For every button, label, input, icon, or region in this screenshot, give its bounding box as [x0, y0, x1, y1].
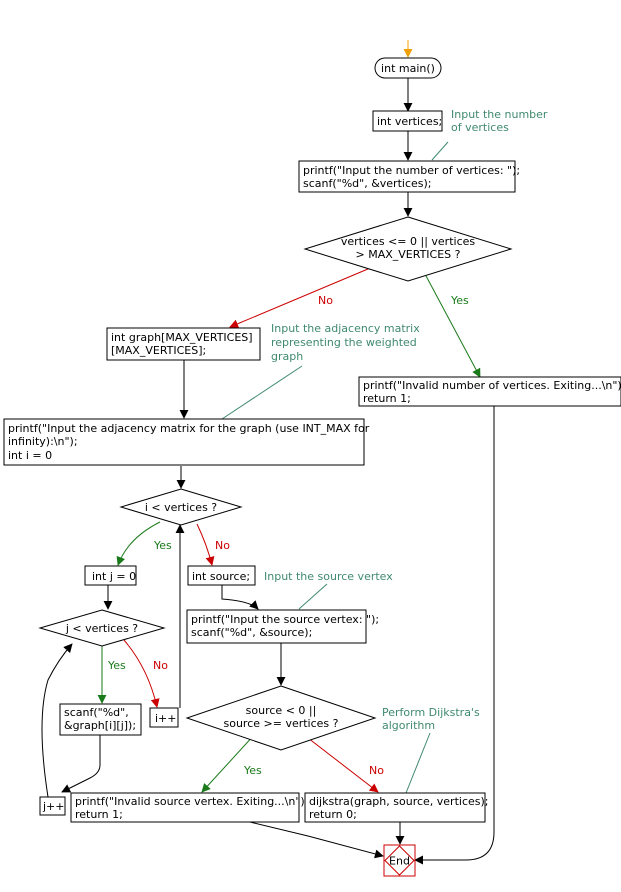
scan-cell-box: scanf("%d", &graph[i][j]); — [59, 703, 142, 736]
invalid-vertices-line-1: printf("Invalid number of vertices. Exit… — [363, 379, 621, 392]
call-dijkstra-line-1: dijkstra(graph, source, vertices); — [309, 795, 489, 808]
note-vertices-line-1: Input the number — [451, 108, 548, 121]
scan-cell-line-2: &graph[i][j]); — [64, 719, 136, 732]
call-dijkstra-line-2: return 0; — [309, 808, 357, 821]
label-no-source: No — [369, 764, 384, 777]
note-connector-matrix — [221, 365, 303, 420]
note-matrix-line-1: Input the adjacency matrix — [271, 322, 420, 335]
edge-loop-i-no — [196, 523, 215, 566]
end-node: End — [383, 844, 416, 877]
inc-j-text: j++ — [42, 800, 65, 813]
edge-check-source-yes — [201, 733, 256, 793]
decl-graph-line-1: int graph[MAX_VERTICES] — [111, 331, 253, 344]
init-j-text: int j = 0 — [92, 570, 136, 583]
note-connector-dijkstra — [405, 732, 431, 794]
invalid-source-box: printf("Invalid source vertex. Exiting..… — [70, 792, 308, 823]
call-dijkstra-box: dijkstra(graph, source, vertices); retur… — [304, 792, 489, 823]
loop-j-text: j < vertices ? — [65, 622, 138, 635]
start-label: int main() — [381, 62, 435, 75]
edges — [41, 40, 495, 865]
edge-loop-i-yes — [116, 521, 161, 566]
label-yes-vertices: Yes — [450, 294, 469, 307]
invalid-vertices-box: printf("Invalid number of vertices. Exit… — [358, 376, 621, 407]
input-vertices-line-1: printf("Input the number of vertices: ")… — [303, 164, 520, 177]
check-vertices-decision: vertices <= 0 || vertices > MAX_VERTICES… — [303, 216, 513, 282]
edge-check-source-no — [307, 737, 379, 793]
check-source-line-2: source >= vertices ? — [223, 717, 338, 730]
invalid-vertices-line-2: return 1; — [363, 392, 411, 405]
decl-vertices-text: int vertices; — [377, 115, 442, 128]
loop-i-text: i < vertices ? — [145, 501, 217, 514]
start-node: int main() — [374, 57, 442, 79]
edge-check-yes — [424, 273, 481, 378]
check-source-decision: source < 0 || source >= vertices ? — [185, 685, 377, 751]
label-yes-loop-j: Yes — [107, 659, 126, 672]
note-connector-source — [298, 583, 328, 610]
input-vertices-box: printf("Input the number of vertices: ")… — [298, 160, 520, 193]
end-label: End — [389, 855, 410, 868]
check-vertices-line-1: vertices <= 0 || vertices — [341, 235, 476, 248]
notes: Input the number of vertices Input the a… — [264, 108, 548, 732]
inc-j-box: j++ — [39, 796, 66, 816]
note-connectors — [221, 141, 449, 794]
label-yes-loop-i: Yes — [153, 539, 172, 552]
note-matrix-line-3: graph — [271, 350, 303, 363]
loop-i-decision: i < vertices ? — [119, 488, 243, 526]
prompt-matrix-line-2: infinity):\n"); — [8, 435, 78, 448]
edge-labels: No Yes Yes No Yes No Yes No — [107, 294, 469, 777]
prompt-matrix-line-3: int i = 0 — [8, 449, 52, 462]
decl-graph-line-2: [MAX_VERTICES]; — [111, 344, 206, 357]
note-connector-vertices — [431, 141, 449, 161]
edge-invalid-to-end — [414, 405, 495, 865]
note-dijkstra-line-1: Perform Dijkstra's — [382, 706, 480, 719]
edge-check-no — [229, 265, 376, 329]
note-matrix-line-2: representing the weighted — [271, 336, 417, 349]
invalid-source-line-1: printf("Invalid source vertex. Exiting..… — [75, 795, 308, 808]
decl-source-text: int source; — [192, 570, 250, 583]
prompt-matrix-line-1: printf("Input the adjacency matrix for t… — [8, 422, 370, 435]
input-source-line-2: scanf("%d", &source); — [191, 626, 312, 639]
label-no-vertices: No — [318, 294, 333, 307]
prompt-matrix-box: printf("Input the adjacency matrix for t… — [3, 418, 370, 466]
check-vertices-line-2: > MAX_VERTICES ? — [356, 248, 461, 261]
input-vertices-line-2: scanf("%d", &vertices); — [303, 177, 432, 190]
input-source-box: printf("Input the source vertex: "); sca… — [186, 609, 379, 644]
inc-i-box: i++ — [149, 707, 179, 728]
loop-j-decision: j < vertices ? — [38, 609, 166, 647]
check-source-line-1: source < 0 || — [246, 704, 317, 717]
init-j-box: int j = 0 — [84, 565, 137, 586]
edge-scan-to-inc-j — [61, 735, 101, 793]
label-yes-source: Yes — [243, 764, 262, 777]
edge-loop-j-no — [123, 639, 160, 708]
edge-inc-j-to-loop-j — [41, 643, 73, 798]
label-no-loop-j: No — [153, 659, 168, 672]
note-source: Input the source vertex — [264, 570, 393, 583]
edge-source-to-input — [221, 585, 259, 610]
scan-cell-line-1: scanf("%d", — [64, 706, 129, 719]
decl-vertices-box: int vertices; — [372, 110, 443, 132]
inc-i-text: i++ — [155, 712, 177, 725]
label-no-loop-i: No — [215, 539, 230, 552]
edge-invalid-source-to-end — [249, 821, 384, 859]
input-source-line-1: printf("Input the source vertex: "); — [191, 613, 379, 626]
decl-source-box: int source; — [187, 565, 256, 586]
invalid-source-line-2: return 1; — [75, 808, 123, 821]
note-vertices-line-2: of vertices — [451, 121, 509, 134]
decl-graph-box: int graph[MAX_VERTICES] [MAX_VERTICES]; — [106, 327, 261, 361]
note-dijkstra-line-2: algorithm — [382, 719, 435, 732]
